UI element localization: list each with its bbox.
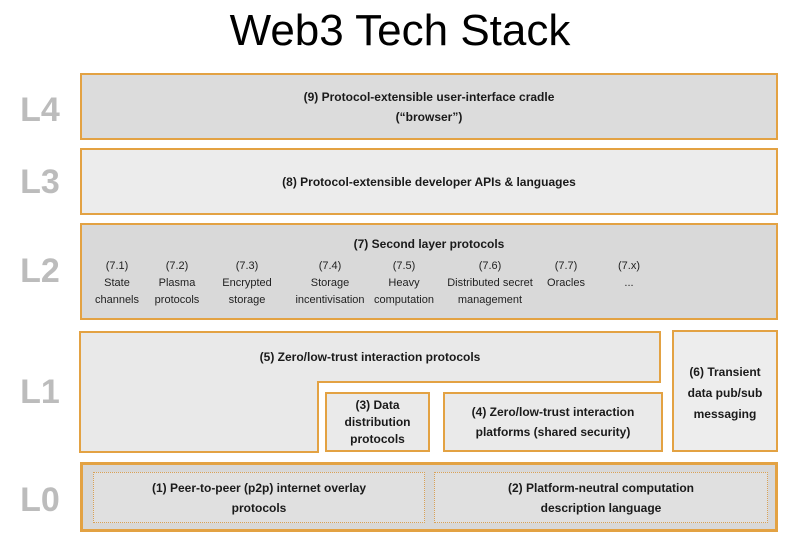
box-7-item-plasma-protocols: (7.2) Plasma protocols [154,260,200,306]
box-7-item-storage-incentivisation: (7.4) Storage incentivisation [295,260,365,306]
layer-label-l0: L0 [20,481,60,519]
box-7-header: (7) Second layer protocols [353,237,505,251]
box-9-line-1: (9) Protocol-extensible user-interface c… [303,89,555,104]
box-7-item-oracles: (7.7) Oracles [547,260,585,289]
box-7-item-distributed-secret-management: (7.6) Distributed secret management [447,260,533,306]
layer-label-l2: L2 [20,252,60,290]
box-7-item-encrypted-storage: (7.3) Encrypted storage [222,260,272,306]
box-4-interaction-platforms: (4) Zero/low-trust interaction platforms… [443,392,663,452]
box-1-p2p-overlay: (1) Peer-to-peer (p2p) internet overlay … [93,472,425,523]
box-7-item-other: (7.x) ... [618,260,640,289]
box-3-data-distribution: (3) Data distribution protocols [325,392,430,452]
diagram-title: Web3 Tech Stack [229,6,571,55]
box-5-zero-low-trust-protocols: (5) Zero/low-trust interaction protocols [259,350,481,364]
box-7-second-layer-protocols: (7) Second layer protocols (7.1) State c… [80,223,778,320]
box-7-item-heavy-computation: (7.5) Heavy computation [374,260,434,306]
box-7-item-state-channels: (7.1) State channels [94,260,140,306]
box-8-label: (8) Protocol-extensible developer APIs &… [282,174,576,189]
box-8-developer-apis: (8) Protocol-extensible developer APIs &… [80,148,778,215]
box-5-l-shape [79,331,661,453]
layer-label-l1: L1 [20,373,60,411]
box-9-ui-cradle: (9) Protocol-extensible user-interface c… [80,73,778,140]
box-9-line-2: (“browser”) [395,109,463,124]
box-l0-base-layer: (1) Peer-to-peer (p2p) internet overlay … [80,462,778,532]
box-2-computation-language: (2) Platform-neutral computation descrip… [434,472,768,523]
layer-label-l4: L4 [20,91,60,129]
layer-label-l3: L3 [20,163,60,201]
box-6-transient-messaging: (6) Transient data pub/sub messaging [672,330,778,452]
